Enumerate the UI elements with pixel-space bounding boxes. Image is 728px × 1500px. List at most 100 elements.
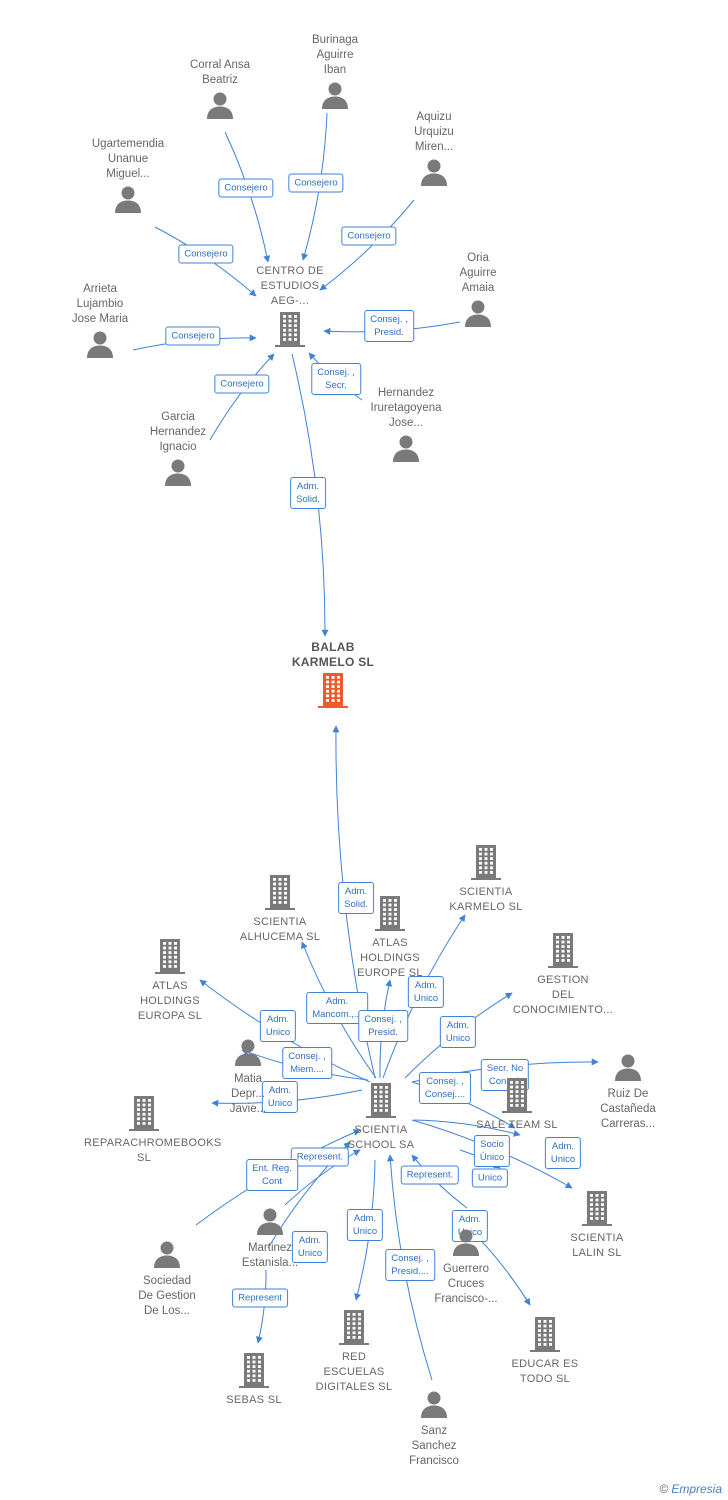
edge-label[interactable]: Consejero bbox=[214, 374, 270, 394]
edge-label-line: Unico bbox=[265, 1027, 291, 1038]
edge-label[interactable]: Consej. ,Consej.... bbox=[418, 1072, 472, 1104]
node-label-line: BALAB bbox=[311, 640, 355, 654]
edge-label[interactable]: Represent. bbox=[400, 1165, 460, 1185]
node-label-line: De Gestion bbox=[138, 1290, 196, 1302]
edge-label[interactable]: Consej. ,Miem.... bbox=[282, 1047, 332, 1079]
node-label-line: Hernandez bbox=[149, 426, 207, 438]
edge-label-line: Consej. , bbox=[317, 367, 355, 378]
edge-label-line: Adm. bbox=[551, 1141, 575, 1152]
edge-label-line: Adm. bbox=[414, 980, 438, 991]
node-label-line: Jose Maria bbox=[71, 313, 129, 325]
edge-label[interactable]: Consejero bbox=[218, 178, 274, 198]
edge-label-line: Consej. , bbox=[288, 1051, 326, 1062]
building-icon bbox=[485, 1316, 605, 1357]
node-label-line: SCIENTIA bbox=[459, 886, 513, 898]
node-label-line: Francisco bbox=[409, 1455, 459, 1467]
edge-label[interactable]: Adm.Solid. bbox=[338, 882, 374, 914]
node-sebas[interactable]: SEBAS SL bbox=[194, 1350, 314, 1408]
node-sale-team[interactable]: SALE TEAM SL bbox=[457, 1075, 577, 1133]
edge-label-line: Adm. bbox=[266, 1014, 290, 1025]
node-scientia-karmelo[interactable]: SCIENTIA KARMELO SL bbox=[426, 842, 546, 915]
node-label-line: RED bbox=[341, 1351, 367, 1363]
edge-label[interactable]: Adm.Unico bbox=[544, 1137, 582, 1169]
building-icon bbox=[503, 932, 623, 973]
edge-label[interactable]: Adm. Unico bbox=[259, 1010, 297, 1042]
node-label-line: DEL bbox=[551, 989, 575, 1001]
node-label-line: Sanchez bbox=[411, 1440, 457, 1452]
edge-label[interactable]: Represent bbox=[232, 1288, 288, 1308]
node-label-line: Miguel... bbox=[106, 168, 150, 180]
node-label-line: Oria bbox=[467, 252, 489, 264]
edge-label[interactable]: Adm.Mancom.,... bbox=[306, 992, 368, 1024]
edge-label[interactable]: Consej. ,Presid. bbox=[358, 1010, 408, 1042]
node-label-line: SCIENTIA bbox=[253, 916, 307, 928]
edge-label[interactable]: Ent. Reg.Cont bbox=[246, 1159, 298, 1191]
edge-label[interactable]: Unico bbox=[471, 1168, 509, 1188]
edge-label-line: Presid. bbox=[368, 1027, 398, 1038]
edge-label[interactable]: Consejero bbox=[165, 326, 221, 346]
edge-label[interactable]: Adm.Unico bbox=[291, 1231, 329, 1263]
edge-label[interactable]: Adm.Unico bbox=[407, 976, 445, 1008]
edge-label-line: Unico bbox=[445, 1033, 471, 1044]
edge-label[interactable]: Consejero bbox=[341, 226, 397, 246]
edge-label[interactable]: Consej. , Secr. bbox=[311, 363, 361, 395]
edge-label-line: Adm. bbox=[458, 1214, 482, 1225]
edge-label[interactable]: Consej. ,Presid. bbox=[364, 310, 414, 342]
edge-label[interactable]: Adm.Unico bbox=[346, 1209, 384, 1241]
person-icon bbox=[418, 298, 538, 333]
edge-line bbox=[319, 199, 415, 291]
person-icon bbox=[160, 90, 280, 125]
edge-label[interactable]: Adm.Solid. bbox=[290, 477, 326, 509]
edge-label[interactable]: Consejero bbox=[178, 244, 234, 264]
edge-label-line: Consejero bbox=[220, 378, 264, 390]
edge-label[interactable]: Adm.Unico bbox=[439, 1016, 477, 1048]
node-label-line: Javie... bbox=[229, 1103, 267, 1115]
building-icon bbox=[457, 1077, 577, 1118]
edge-label-line: Consejero bbox=[294, 177, 338, 189]
node-label-line: Hernandez bbox=[377, 387, 435, 399]
node-label-line: TODO SL bbox=[519, 1373, 571, 1385]
edge-label[interactable]: Consejero bbox=[288, 173, 344, 193]
edge-label[interactable]: Represent. bbox=[290, 1147, 350, 1167]
node-label-line: KARMELO SL bbox=[449, 901, 523, 913]
edge-label-line: Secr. bbox=[325, 380, 347, 391]
building-icon bbox=[330, 895, 450, 936]
edge-label[interactable]: Adm.Unico bbox=[261, 1081, 299, 1113]
edge-label[interactable]: Consej. ,Presid.... bbox=[385, 1249, 435, 1281]
node-label-line: Ignacio bbox=[159, 441, 197, 453]
edge-label-line: Solid. bbox=[344, 899, 368, 910]
node-label-line: CONOCIMIENTO... bbox=[512, 1004, 614, 1016]
node-label-line: Aguirre bbox=[316, 49, 354, 61]
